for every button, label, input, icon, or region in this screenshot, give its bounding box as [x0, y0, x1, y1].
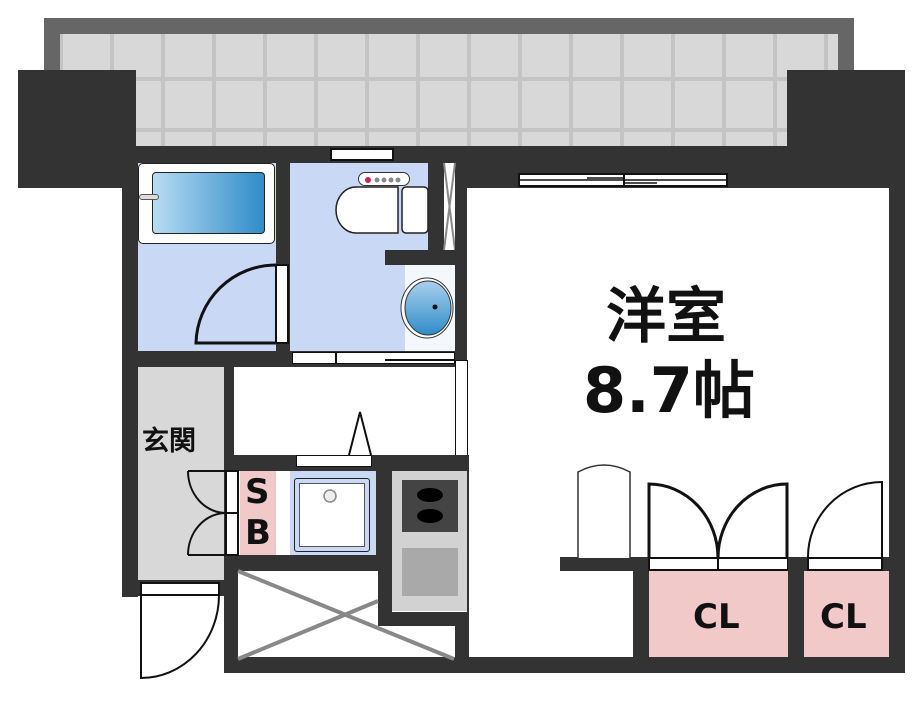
wall-bottom-left: [122, 580, 224, 596]
balcony-railing-right: [838, 18, 854, 73]
wall-right: [889, 172, 905, 672]
wall-stove-bottom: [378, 612, 469, 626]
wall-stove-left: [378, 565, 392, 625]
remote-buttons-icon: [365, 177, 401, 183]
air-conditioner-icon: [577, 464, 631, 558]
wall-shoebox-left: [224, 455, 238, 673]
wall-storage-right: [455, 612, 469, 673]
wall-bottom: [224, 657, 905, 673]
balcony-railing: [44, 18, 854, 34]
wall-toilet-shelf: [385, 250, 467, 265]
entrance-floor: [138, 367, 230, 580]
western-room-name: 洋室: [606, 282, 726, 352]
balcony-sliding-window[interactable]: [518, 173, 728, 187]
burner-icon: [417, 488, 443, 523]
wall-top-main: [122, 147, 467, 163]
closet-2-label: CL: [820, 597, 867, 637]
drain-icon: [323, 489, 337, 503]
wall-room-left: [455, 172, 467, 360]
balcony-railing-left: [44, 18, 60, 73]
washroom-sliding-door[interactable]: [292, 352, 455, 364]
western-room-size: 8.7帖: [583, 354, 755, 427]
wall-closet2-left: [788, 557, 804, 673]
wall-entrance-right: [224, 367, 234, 457]
wall-left: [122, 147, 138, 597]
shoe-box-label-s: S: [245, 472, 270, 512]
stove-right-wall: [467, 455, 469, 615]
oven-panel: [402, 548, 458, 596]
shoe-box-label-b: B: [245, 513, 271, 553]
bathtub-basin: [152, 172, 265, 234]
pipe-shaft-cross-icon: [443, 162, 456, 251]
washbasin-icon[interactable]: [395, 277, 455, 340]
wall-bath-toilet: [276, 147, 290, 367]
wall-closet1-left: [633, 557, 649, 673]
wall-sink-right: [376, 455, 392, 565]
hallway-side-window[interactable]: [455, 360, 468, 456]
range-hood-shelf: [296, 455, 372, 467]
bathtub: [138, 163, 275, 244]
faucet-icon: [139, 194, 159, 200]
toilet-remote[interactable]: [358, 172, 410, 186]
ventilation-arrow-icon: [348, 411, 372, 456]
closet-1[interactable]: [649, 571, 788, 657]
closet-2[interactable]: [804, 571, 889, 657]
fridge-space-cross-icon: [237, 569, 455, 661]
closet-1-label: CL: [693, 597, 740, 637]
toilet-icon[interactable]: [335, 185, 430, 235]
pillar-left: [18, 70, 136, 188]
entrance-label: 玄関: [142, 426, 196, 457]
bathroom-window[interactable]: [330, 148, 394, 161]
wall-toilet-right: [428, 147, 444, 252]
shoe-box[interactable]: [240, 471, 276, 555]
